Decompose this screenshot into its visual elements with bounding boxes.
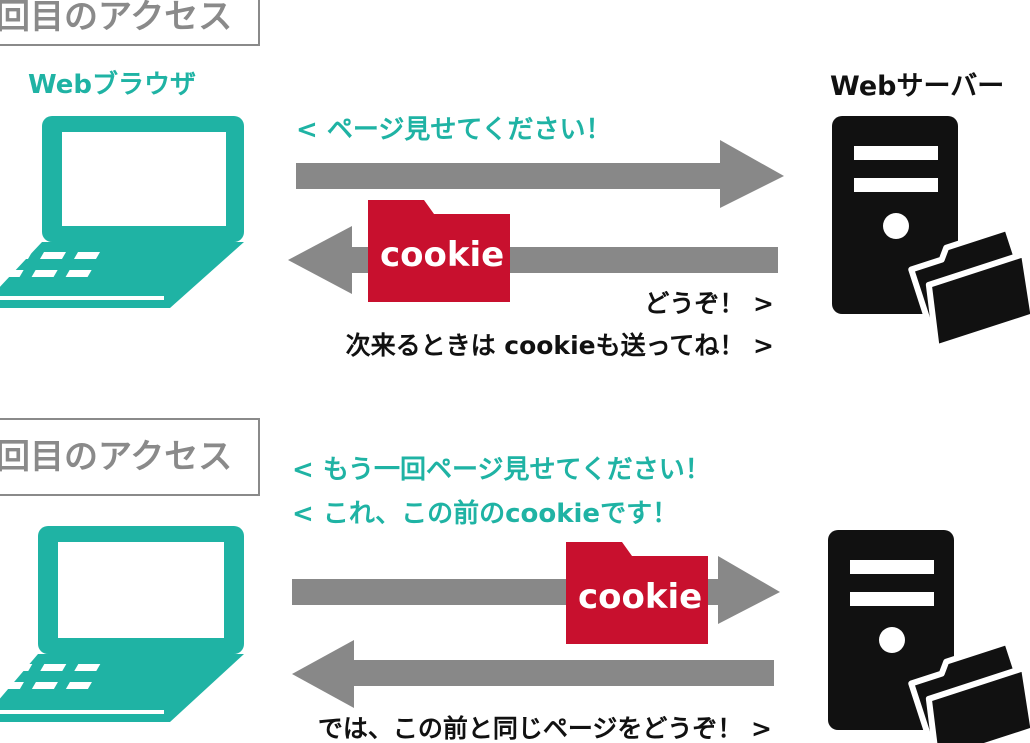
folder-icon: [908, 638, 1030, 743]
request-line-2: < これ、この前のcookieです！: [292, 499, 679, 529]
response-arrow: [292, 640, 774, 708]
cookie-label: cookie: [380, 235, 505, 275]
laptop-icon: [0, 116, 244, 308]
request-arrow: [296, 140, 784, 208]
request-message: < ページ見せてください！: [296, 115, 612, 145]
laptop-icon: [0, 526, 244, 722]
request-arrow: [292, 556, 780, 624]
browser-title: Webブラウザ: [28, 70, 196, 100]
response-arrow: [288, 226, 778, 294]
cookie-folder: [368, 200, 510, 302]
response-line: では、この前と同じページをどうぞ！ >: [317, 714, 772, 743]
response-line-1: どうぞ！ >: [644, 289, 774, 318]
second-access-label: 回目のアクセス: [0, 437, 233, 477]
first-access-label-box: 回目のアクセス: [0, 0, 260, 46]
cookie-folder: [566, 542, 708, 644]
request-line-1: < もう一回ページ見せてください！: [292, 455, 711, 485]
cookie-label: cookie: [578, 577, 703, 617]
folder-icon: [908, 224, 1030, 351]
second-access-label-box: 回目のアクセス: [0, 418, 260, 496]
server-title: Webサーバー: [830, 71, 1005, 102]
first-access-label: 回目のアクセス: [0, 0, 233, 37]
response-line-2: 次来るときは cookieも送ってね！ >: [345, 331, 774, 360]
